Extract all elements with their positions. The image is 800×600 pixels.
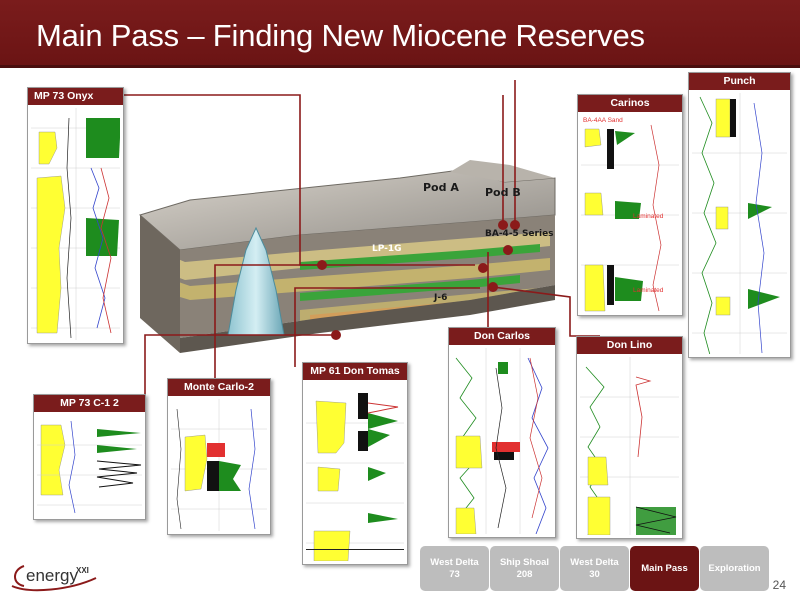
well-label: Punch	[689, 73, 790, 90]
log-track	[171, 399, 267, 531]
log-track	[452, 348, 552, 534]
carinos-sand-label: BA-4AA Sand	[583, 117, 623, 124]
log-track	[580, 357, 679, 535]
log-track	[581, 124, 679, 312]
tab-ship-shoal-208[interactable]: Ship Shoal 208	[490, 546, 559, 591]
tab-west-delta-30[interactable]: West Delta 30	[560, 546, 629, 591]
laminated-label-1: Laminated	[633, 213, 664, 220]
well-log-mp73-c12: MP 73 C-1 2	[33, 394, 146, 520]
j6-label: J-6	[434, 293, 448, 303]
well-log-monte-carlo-2: Monte Carlo-2	[167, 378, 271, 535]
tab-west-delta-73[interactable]: West Delta 73	[420, 546, 489, 591]
tab-main-pass[interactable]: Main Pass	[630, 546, 699, 591]
well-log-punch: Punch	[688, 72, 791, 358]
well-label: MP 61 Don Tomas	[303, 363, 407, 380]
ba-series-label: BA-4-5 Series	[485, 229, 554, 239]
well-log-mp61-don-tomas: MP 61 Don Tomas	[302, 362, 408, 565]
pod-a-label: Pod A	[423, 181, 459, 194]
well-label: MP 73 Onyx	[28, 88, 123, 105]
logo-text: energy	[26, 566, 78, 585]
well-log-don-carlos: Don Carlos	[448, 327, 556, 538]
well-label: Carinos	[578, 95, 682, 112]
laminated-label-2: Laminated	[633, 287, 664, 294]
lp1g-label: LP-1G	[372, 244, 402, 254]
log-track	[31, 108, 120, 340]
well-label: Don Carlos	[449, 328, 555, 345]
well-log-mp73-onyx: MP 73 Onyx	[27, 87, 124, 344]
page-number: 24	[772, 578, 786, 592]
logo-superscript: XXI	[76, 566, 89, 575]
log-track	[306, 383, 404, 561]
pod-b-label: Pod B	[485, 186, 521, 199]
well-label: Don Lino	[577, 337, 682, 354]
tab-exploration[interactable]: Exploration	[700, 546, 769, 591]
well-label: Monte Carlo-2	[168, 379, 270, 396]
well-label: MP 73 C-1 2	[34, 395, 145, 412]
well-log-carinos: Carinos BA-4AA Sand Laminated Laminated	[577, 94, 683, 316]
log-track	[37, 415, 142, 516]
logo-swoosh-icon	[11, 565, 97, 592]
title-bar: Main Pass – Finding New Miocene Reserves	[0, 0, 800, 68]
slide-title: Main Pass – Finding New Miocene Reserves	[36, 18, 645, 53]
log-track	[692, 93, 787, 354]
energy-xxi-logo: energy XXI	[10, 560, 100, 594]
well-log-don-lino: Don Lino	[576, 336, 683, 539]
